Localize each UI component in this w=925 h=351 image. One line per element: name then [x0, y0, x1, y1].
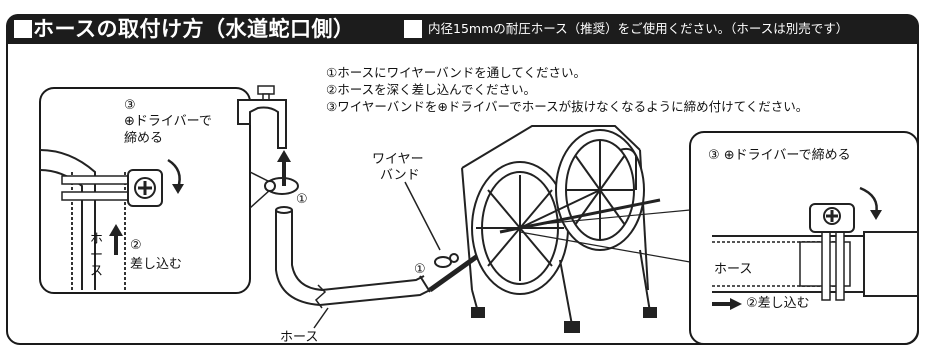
callout-lines-right — [519, 209, 691, 263]
hose-break-mark — [314, 284, 327, 309]
left-step2-text: 差し込む — [130, 257, 183, 272]
left-hose-label-2: ー — [90, 248, 104, 263]
wire-band-right-a — [821, 223, 831, 301]
instruction-3: ③ワイヤーバンドを⊕ドライバーでホースが抜けなくなるように締め付けてください。 — [326, 99, 809, 114]
left-step2-number: ② — [130, 238, 142, 253]
step1-faucet-label: ① — [296, 192, 308, 207]
step1-band-label: ① — [414, 262, 426, 277]
left-step3-line1: ⊕ドライバーで — [124, 114, 212, 129]
header-square-bullet-2 — [404, 20, 422, 38]
instruction-2: ②ホースを深く差し込んでください。 — [326, 82, 536, 97]
header-bar — [6, 14, 919, 44]
left-hose-label-3: ス — [90, 264, 104, 279]
hose-outline-a — [275, 210, 431, 307]
header-note: 内径15mmの耐圧ホース（推奨）をご使用ください。（ホースは別売です） — [428, 21, 849, 36]
hose-outline-b — [291, 210, 425, 292]
coupling — [863, 231, 919, 297]
instruction-1: ①ホースにワイヤーバンドを通してください。 — [326, 65, 586, 80]
left-step3-number: ③ — [124, 98, 136, 113]
wire-band-label-2: バンド — [380, 168, 420, 183]
left-hose-label-1: ホ — [90, 232, 104, 247]
faucet-body — [237, 99, 287, 149]
page-title: ホースの取付け方（水道蛇口側） — [33, 17, 355, 41]
header-square-bullet — [14, 20, 32, 38]
right-step3-label: ③ ⊕ドライバーで締める — [708, 148, 851, 163]
wire-band-label-1: ワイヤー — [372, 152, 424, 167]
callout-lines-left — [249, 171, 271, 209]
left-step3-line2: 締める — [124, 131, 164, 146]
hose-reel — [461, 125, 661, 333]
hose-bottom-label: ホース — [280, 330, 319, 345]
wire-band-center — [434, 256, 452, 268]
wire-band-leader — [404, 181, 441, 251]
faucet-pipe-detail — [39, 149, 96, 290]
right-step2-label: ②差し込む — [746, 296, 810, 311]
right-hose-label: ホース — [714, 262, 753, 277]
faucet-handle — [257, 85, 275, 95]
wire-band-lower — [61, 191, 133, 201]
phillips-cross — [138, 181, 152, 195]
wire-band-upper — [61, 175, 133, 185]
wire-band-right-b — [835, 223, 845, 301]
